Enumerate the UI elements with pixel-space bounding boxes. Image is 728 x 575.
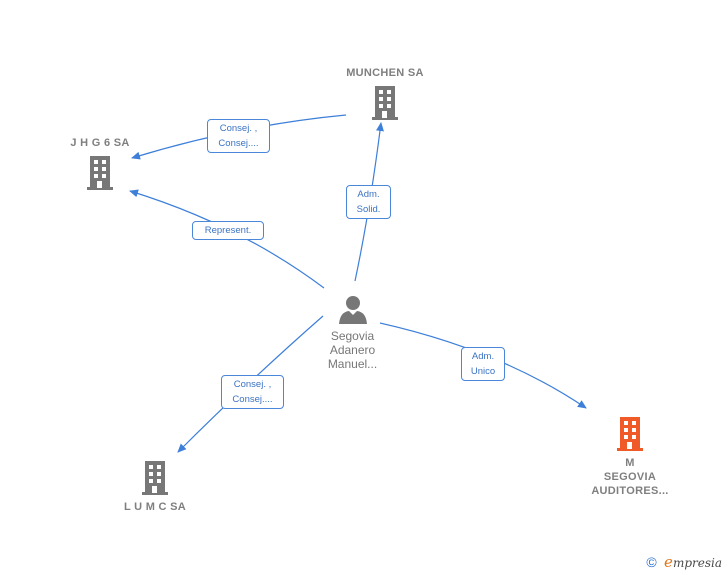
node-munchen[interactable]: MUNCHEN SA: [330, 66, 440, 121]
node-label-line-2: SEGOVIA: [603, 471, 657, 483]
building-icon-highlighted: [617, 417, 643, 451]
footer-brand: © empresia: [646, 553, 722, 571]
relation-line: Represent.: [204, 225, 252, 236]
relation-line: Solid.: [356, 204, 381, 215]
node-label: L U M C SA: [123, 501, 187, 513]
building-icon: [87, 156, 113, 190]
relation-line: Consej. ,: [219, 123, 258, 134]
relation-person-msegovia[interactable]: Adm. Unico: [461, 347, 505, 381]
node-label: MUNCHEN SA: [346, 67, 424, 79]
node-label: J H G 6 SA: [70, 137, 130, 149]
person-name-line-3: Manuel...: [327, 357, 378, 371]
node-person[interactable]: Segovia Adanero Manuel...: [305, 294, 400, 371]
person-name-line-1: Segovia: [330, 329, 375, 343]
node-label-line-1: M: [625, 457, 635, 469]
relation-person-lumc[interactable]: Consej. , Consej....: [221, 375, 284, 409]
person-icon: [338, 296, 367, 324]
relation-line: Consej....: [218, 138, 259, 149]
relation-person-jhg6[interactable]: Represent.: [192, 221, 264, 240]
copyright-icon: ©: [646, 554, 657, 570]
empresia-logo: empresia: [664, 553, 722, 571]
node-label-line-3: AUDITORES...: [591, 485, 669, 497]
relation-munchen-jhg6[interactable]: Consej. , Consej....: [207, 119, 270, 153]
relation-line: Unico: [470, 366, 496, 377]
relation-line: Consej. ,: [233, 379, 272, 390]
person-name-line-2: Adanero: [329, 343, 376, 357]
building-icon: [142, 461, 168, 495]
relation-line: Adm.: [471, 351, 495, 362]
node-jhg6[interactable]: J H G 6 SA: [50, 136, 150, 191]
relation-person-munchen[interactable]: Adm. Solid.: [346, 185, 391, 219]
relation-line: Consej....: [232, 394, 273, 405]
relation-line: Adm.: [357, 189, 380, 200]
node-lumc[interactable]: L U M C SA: [105, 460, 205, 514]
building-icon: [372, 86, 398, 120]
node-msegovia[interactable]: M SEGOVIA AUDITORES...: [575, 416, 685, 498]
